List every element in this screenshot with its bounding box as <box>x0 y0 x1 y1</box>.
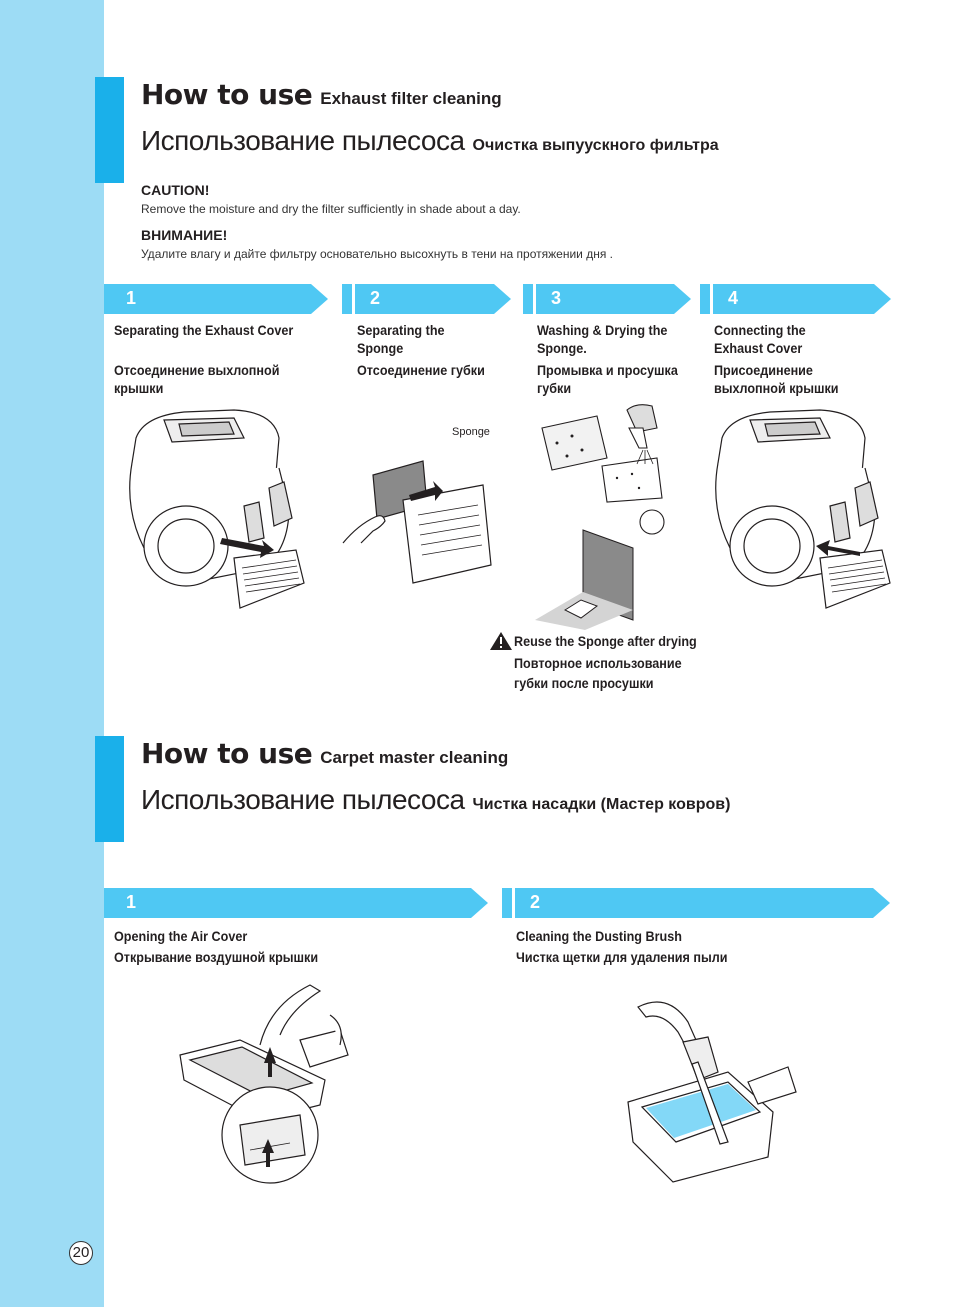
section1-title-block <box>95 77 124 183</box>
section1-step1-bar: 1 <box>104 284 328 314</box>
caution-ru-text: Удалите влагу и дайте фильтру основатель… <box>141 247 613 261</box>
section2-title-ru: Использование пылесоса Чистка насадки (Ма… <box>141 784 730 816</box>
caution-ru-heading: ВНИМАНИЕ! <box>141 227 228 243</box>
section1-title-en: How to use Exhaust filter cleaning <box>141 78 502 111</box>
section1-step3-en: Washing & Drying the Sponge. <box>537 322 668 356</box>
sponge-label: Sponge <box>452 426 490 438</box>
section1-step4-num: 4 <box>728 288 739 308</box>
faucet-icon <box>541 404 665 535</box>
vacuum-icon-connect <box>715 409 891 609</box>
section2-step1-num: 1 <box>126 892 137 912</box>
section2-step2-num: 2 <box>530 892 541 912</box>
section1-title-en-main: How to use <box>141 78 313 111</box>
section1-subtitle-ru: Очистка выпуускного фильтра <box>472 137 719 154</box>
section1-step2-num: 2 <box>370 288 381 308</box>
section1-step4-bar: 4 <box>700 284 891 314</box>
vacuum-icon <box>129 409 305 609</box>
section2-title-ru-main: Использование пылесоса <box>141 784 465 815</box>
section1-step3-num: 3 <box>551 288 562 308</box>
section2-title-block <box>95 736 124 842</box>
section2-step2-en: Cleaning the Dusting Brush <box>516 928 682 944</box>
hand-icon <box>342 460 492 584</box>
section2-title-en: How to use Carpet master cleaning <box>141 737 508 770</box>
section2-step1-ru: Открывание воздушной крышки <box>114 949 319 965</box>
reuse-note-ru-2: губки после просушки <box>514 675 654 691</box>
caution-en-text: Remove the moisture and dry the filter s… <box>141 202 521 216</box>
section2-subtitle-ru: Чистка насадки (Мастер ковров) <box>472 796 731 813</box>
side-bar <box>0 0 104 1307</box>
section2-step1-en: Opening the Air Cover <box>114 928 248 944</box>
section1-step2-bar: 2 <box>342 284 511 314</box>
section2-title-en-main: How to use <box>141 737 313 770</box>
brush-icon <box>627 1001 797 1183</box>
section1-step1-en: Separating the Exhaust Cover <box>114 322 294 338</box>
section1-step2-ru: Отсоединение губки <box>357 362 485 378</box>
section2-step2-bar: 2 <box>502 888 890 918</box>
section1-step3-ru: Промывка и просушка губки <box>537 362 678 396</box>
section1-step4-en: Connecting the Exhaust Cover <box>714 322 806 356</box>
section1-title-ru-main: Использование пылесоса <box>141 125 465 156</box>
section2-step2-ru: Чистка щетки для удаления пыли <box>516 949 728 965</box>
section1-title-ru: Использование пылесоса Очистка выпуускног… <box>141 125 719 157</box>
section1-step1-num: 1 <box>126 288 137 308</box>
reuse-note-en: Reuse the Sponge after drying <box>514 633 697 649</box>
section1-step3-bar: 3 <box>523 284 691 314</box>
section2-step1-bar: 1 <box>104 888 488 918</box>
caution-en-heading: CAUTION! <box>141 182 210 198</box>
section2-subtitle-en: Carpet master cleaning <box>320 748 509 767</box>
section1-subtitle-en: Exhaust filter cleaning <box>320 89 502 108</box>
warning-icon <box>490 632 512 650</box>
section1-step4-ru: Присоединение выхлопной крышки <box>714 362 839 396</box>
reuse-note-ru-1: Повторное использование <box>514 655 682 671</box>
section1-step1-ru: Отсоединение выхлопной крышки <box>114 362 280 396</box>
page-number: 20 <box>69 1241 93 1265</box>
section1-step2-en: Separating the Sponge <box>357 322 445 356</box>
sponge-drying-illustration <box>535 529 634 630</box>
carpet-brush-open-illustration <box>179 984 349 1184</box>
